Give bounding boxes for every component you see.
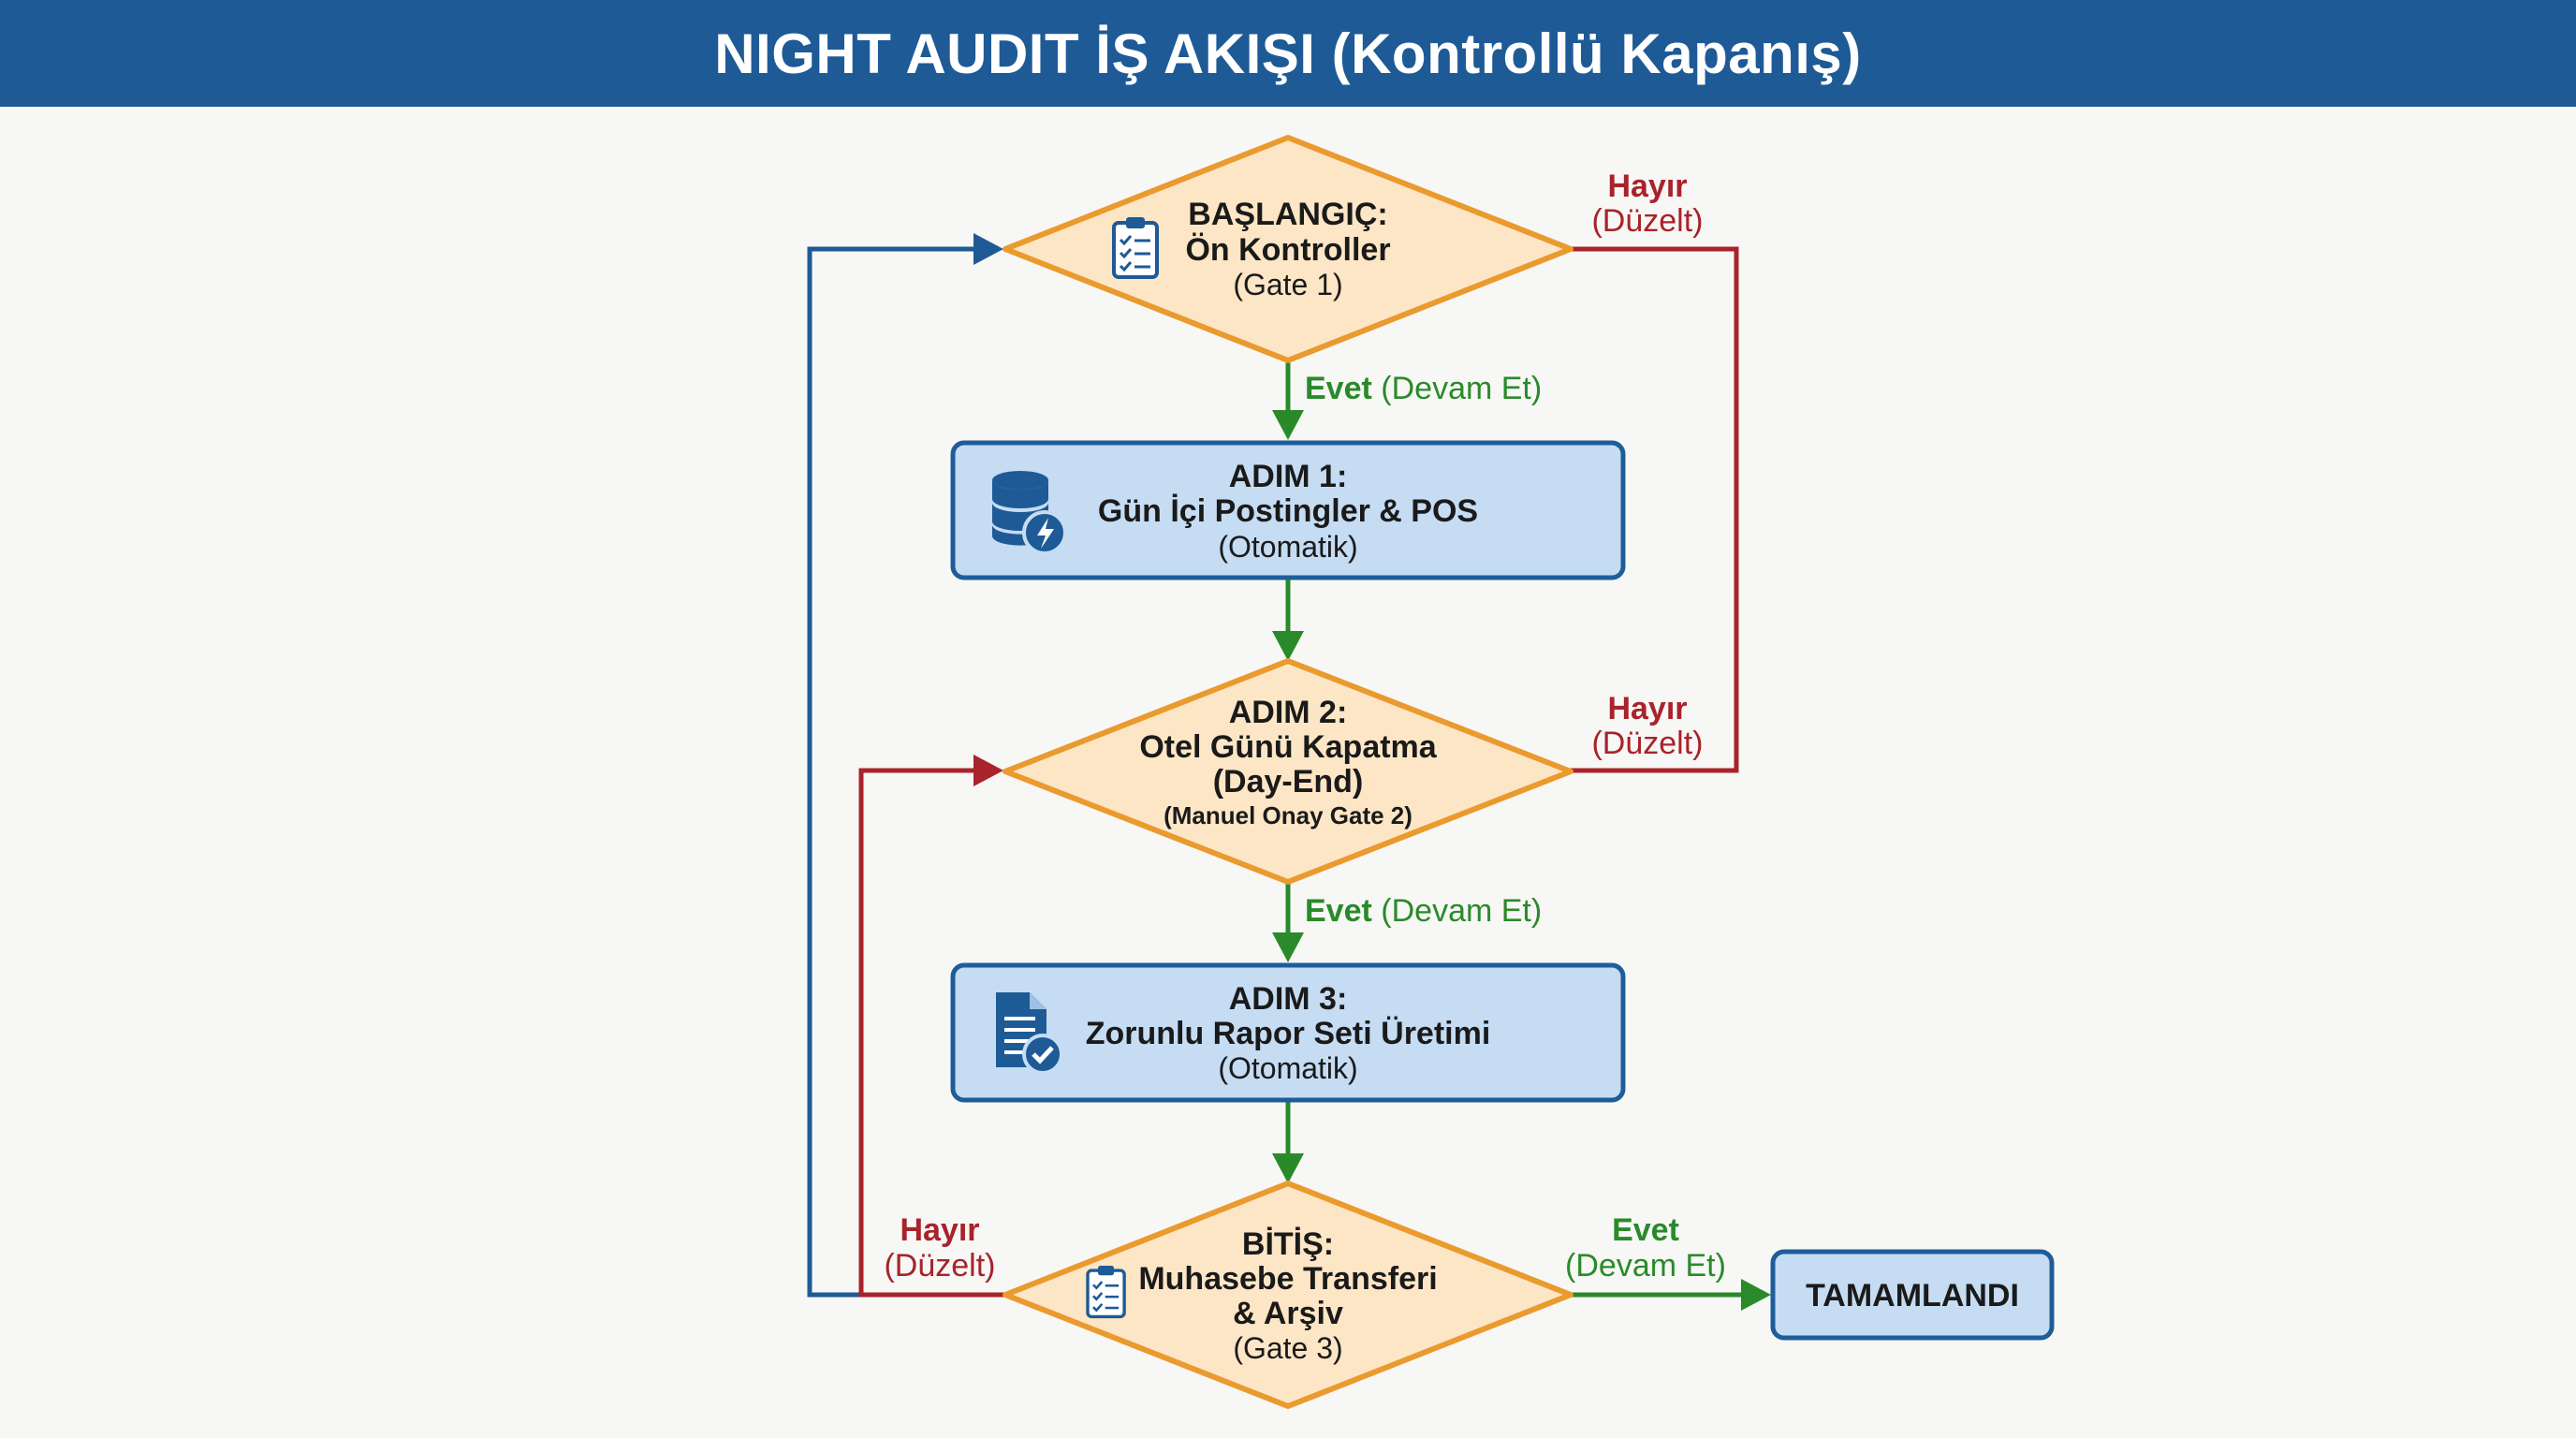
svg-text:Evet (Devam Et): Evet (Devam Et) (1305, 371, 1542, 406)
clipboard-checklist-icon (1086, 1266, 1126, 1319)
gate2-sub: (Day-End) (1213, 764, 1364, 800)
no-connector-gate1 (1568, 246, 1739, 773)
edge-label-no2-bold: Hayır (1607, 691, 1687, 726)
gate2-name: Otel Günü Kapatma (1139, 729, 1437, 765)
edge-label-yes1-bold: Evet (1305, 371, 1372, 406)
step1-box: ADIM 1: Gün İçi Postingler & POS (Otomat… (950, 440, 1626, 580)
svg-text:Evet (Devam Et): Evet (Devam Et) (1305, 893, 1542, 929)
connector-step3-gate3 (1272, 1101, 1304, 1183)
edge-label-yes2: Evet (Devam Et) (1305, 893, 1542, 929)
yes-connector-1 (1272, 361, 1304, 440)
done-label: TAMAMLANDI (1806, 1278, 2019, 1313)
header-bar: NIGHT AUDIT İŞ AKIŞI (Kontrollü Kapanış) (0, 0, 2576, 107)
yes-connector-3 (1571, 1279, 1771, 1311)
edge-label-no1: Hayır (Düzelt) (1591, 169, 1703, 239)
edge-label-no2-rest: (Düzelt) (1591, 726, 1703, 761)
edge-label-yes1: Evet (Devam Et) (1305, 371, 1542, 406)
connector-step1-gate2 (1272, 579, 1304, 661)
edge-label-no1-rest: (Düzelt) (1591, 203, 1703, 239)
step3-box: ADIM 3: Zorunlu Rapor Seti Üretimi (Otom… (950, 962, 1626, 1103)
gate2-note: (Manuel Onay Gate 2) (1164, 801, 1412, 829)
gate3-diamond: BİTİŞ: Muhasebe Transferi & Arşiv (Gate … (1003, 1181, 1573, 1409)
gate2-title: ADIM 2: (1229, 695, 1348, 730)
step1-sub: (Otomatik) (1218, 530, 1357, 564)
gate3-sub: (Gate 3) (1233, 1331, 1342, 1365)
edge-label-no3: Hayır (Düzelt) (884, 1212, 995, 1284)
edge-label-yes3: Evet (Devam Et) (1565, 1212, 1726, 1284)
edge-label-yes3-bold: Evet (1612, 1212, 1679, 1248)
database-bolt-icon (992, 471, 1067, 555)
edge-label-no2: Hayır (Düzelt) (1591, 691, 1703, 761)
no-connector-gate3 (858, 755, 1003, 1298)
step3-sub: (Otomatik) (1218, 1051, 1357, 1085)
gate1-title: BAŞLANGIÇ: (1188, 197, 1387, 232)
gate2-diamond: ADIM 2: Otel Günü Kapatma (Day-End) (Man… (1003, 658, 1573, 885)
gate3-title: BİTİŞ: (1242, 1226, 1334, 1262)
document-check-icon (996, 992, 1063, 1075)
edge-label-yes3-rest: (Devam Et) (1565, 1248, 1726, 1284)
done-box: TAMAMLANDI (1770, 1249, 2055, 1341)
step1-title: ADIM 1: (1229, 459, 1348, 494)
clipboard-checklist-icon (1112, 217, 1159, 279)
step3-title: ADIM 3: (1229, 981, 1348, 1017)
edge-label-no1-bold: Hayır (1607, 169, 1687, 204)
gate1-diamond: BAŞLANGIÇ: Ön Kontroller (Gate 1) (1003, 135, 1573, 363)
gate1-sub: (Gate 1) (1233, 268, 1342, 301)
page-title: NIGHT AUDIT İŞ AKIŞI (Kontrollü Kapanış) (714, 22, 1862, 85)
gate3-name2: & Arşiv (1233, 1296, 1343, 1331)
edge-label-no3-bold: Hayır (900, 1212, 979, 1248)
gate3-name: Muhasebe Transferi (1138, 1261, 1437, 1297)
edge-label-yes2-bold: Evet (1305, 893, 1372, 929)
edge-label-yes2-rest: (Devam Et) (1381, 893, 1542, 929)
step3-name: Zorunlu Rapor Seti Üretimi (1086, 1016, 1491, 1051)
edge-label-yes1-rest: (Devam Et) (1381, 371, 1542, 406)
edge-label-no3-rest: (Düzelt) (884, 1248, 995, 1284)
gate1-name: Ön Kontroller (1185, 232, 1390, 268)
yes-connector-2 (1272, 884, 1304, 962)
step1-name: Gün İçi Postingler & POS (1098, 493, 1478, 529)
